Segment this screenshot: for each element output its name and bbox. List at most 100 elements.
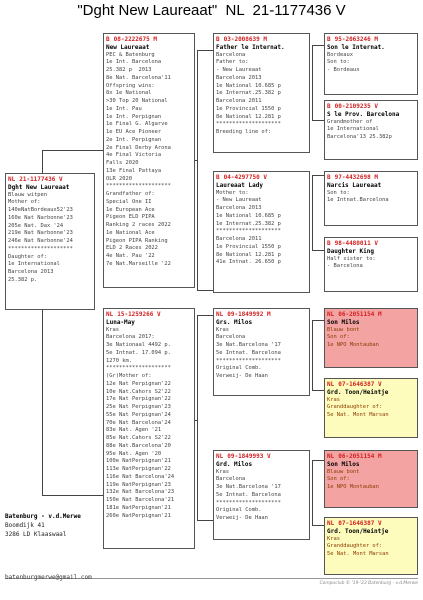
note-line: ******************** bbox=[8, 245, 73, 252]
note-line: Barcelona bbox=[216, 334, 246, 341]
note-line: Breeding line of: bbox=[216, 129, 272, 135]
owner-name: Batenburg - v.d.Merwe bbox=[5, 513, 81, 520]
note-line: Kras bbox=[106, 326, 119, 333]
pigeon-name: Grd. Milos bbox=[216, 460, 253, 468]
ring-number: 95-2063246 M bbox=[334, 36, 378, 43]
note-line: 25.382 p. bbox=[8, 276, 38, 283]
note-line: 3e Nat.Barcelona '17 bbox=[216, 342, 281, 348]
ring-number: 06-2051154 M bbox=[338, 311, 382, 318]
note-line: Barcelona 2013 bbox=[8, 269, 54, 275]
note-line: Grandmother of bbox=[327, 118, 373, 125]
country-code: B bbox=[106, 36, 110, 43]
ring-number: 98-4480011 V bbox=[334, 240, 378, 247]
note-line: Offspring wins: bbox=[106, 82, 155, 89]
note-line: Son of: bbox=[327, 334, 350, 341]
connector bbox=[312, 320, 313, 390]
note-line: 140eNatBordeaux52'23 bbox=[8, 207, 73, 213]
pigeon-name: Luna-May bbox=[106, 318, 135, 326]
note-line: 17e Nat Perpignan'22 bbox=[106, 396, 171, 403]
country-code: NL bbox=[216, 311, 224, 318]
connector bbox=[312, 45, 324, 46]
note-line: Daughter of: bbox=[8, 253, 47, 260]
note-line: 3e Nationaal 4492 p. bbox=[106, 342, 171, 348]
note-line: 1e NPO Montauban bbox=[327, 484, 379, 490]
note-line: 150e Nat Barcelona'21 bbox=[106, 497, 175, 503]
note-line: 85e Nat.Cahors S2'22 bbox=[106, 435, 171, 441]
pigeon-name: Daughter King bbox=[327, 247, 374, 255]
connector bbox=[312, 120, 324, 121]
pedigree-notes: Son to: 1e Intnat.Barcelona bbox=[327, 190, 415, 206]
note-line: 5e Intnat. Barcelona bbox=[216, 349, 281, 356]
note-line: Barcelona 2013 bbox=[216, 74, 262, 81]
note-line: 2e Final Derby Arona bbox=[106, 144, 171, 151]
note-line: 12e Nat Perpignan'22 bbox=[106, 380, 171, 387]
owner-street: Boomdijk 41 bbox=[5, 522, 45, 529]
note-line: Blauw witpen bbox=[8, 191, 47, 198]
note-line: PEC & Batenburg bbox=[106, 51, 155, 58]
note-line: 83e Nat. Agen '21 bbox=[106, 427, 162, 434]
pedigree-notes: Blauw bont Son of: 1e NPO Montauban bbox=[327, 469, 415, 492]
ring-number: 03-2008639 M bbox=[223, 36, 267, 43]
pedigree-notes: PEC & Batenburg 1e Int. Barcelona 25.382… bbox=[106, 52, 192, 269]
note-line: 1e NPO Montauban bbox=[327, 342, 379, 348]
note-line: Bordeaux bbox=[327, 51, 353, 58]
note-line: 10e Nat.Cahors S2'22 bbox=[106, 388, 171, 395]
country-code: NL bbox=[8, 176, 16, 183]
pedigree-notes: Blauw bont Son of: 1e NPO Montauban bbox=[327, 327, 415, 350]
country-code: B bbox=[327, 240, 331, 247]
pedigree-notes: Blauw witpen Mother of: 140eNatBordeaux5… bbox=[8, 192, 92, 285]
country-code: NL bbox=[327, 453, 335, 460]
pigeon-name: Grs. Milos bbox=[216, 318, 253, 326]
note-line: Granddaughter of: bbox=[327, 404, 383, 411]
note-line: ******************** bbox=[216, 499, 281, 506]
pigeon-name: S le Prov. Barcelona bbox=[327, 110, 400, 118]
note-line: Original Comb. bbox=[216, 365, 262, 372]
connector bbox=[42, 150, 103, 151]
connector bbox=[312, 390, 324, 391]
owner-city: 3286 LD Klaaswaal bbox=[5, 531, 67, 538]
pedigree-notes: Kras Barcelona 3e Nat.Barcelona '17 5e I… bbox=[216, 469, 307, 523]
country-code: B bbox=[327, 36, 331, 43]
note-line: 55e Nat Perpignan'24 bbox=[106, 411, 171, 418]
note-line: Barcelona bbox=[216, 476, 246, 483]
note-line: Blauw bont bbox=[327, 326, 360, 333]
note-line: (Gr)Mother of: bbox=[106, 373, 152, 379]
note-line: 8e National 12.281 p bbox=[216, 113, 281, 120]
note-line: Son to: bbox=[327, 189, 350, 196]
connector bbox=[197, 315, 213, 316]
pigeon-name: New Laureaat bbox=[106, 43, 150, 51]
country-code: NL bbox=[327, 520, 335, 527]
ring-number: 09-1849993 V bbox=[227, 453, 271, 460]
note-line: 246e Nat Narbonne'24 bbox=[8, 238, 73, 244]
note-line: 219e Nat Narbonne'23 bbox=[8, 230, 73, 237]
note-line: 113e NatPerpignan'22 bbox=[106, 466, 171, 472]
note-line: 5e Intnat. Barcelona bbox=[216, 491, 281, 498]
connector bbox=[312, 45, 313, 120]
note-line: Barcelona'13 25.382p bbox=[327, 134, 392, 140]
footer-divider bbox=[5, 578, 418, 579]
ring-number: 97-4432698 M bbox=[334, 174, 378, 181]
note-line: 1e Int. Pau bbox=[106, 105, 142, 112]
ring-number: 06-2051154 M bbox=[338, 453, 382, 460]
note-line: 5e Nat. Mont Marsan bbox=[327, 551, 389, 557]
ring-number: 07-1646387 V bbox=[338, 520, 382, 527]
pigeon-name: Grd. Toon/Heintje bbox=[327, 388, 389, 396]
pedigree-notes: Kras Barcelona 2017: 3e Nationaal 4492 p… bbox=[106, 327, 192, 521]
note-line: OLR 2020 bbox=[106, 175, 132, 182]
note-line: Barcelona 2013 bbox=[216, 205, 262, 211]
note-line: 1e Provincial 1550 p bbox=[216, 243, 281, 250]
note-line: 8e Nat. Barcelona'11 bbox=[106, 74, 171, 81]
note-line: ******************** bbox=[216, 357, 281, 364]
note-line: Son to: bbox=[327, 59, 350, 66]
note-line: 1e Int. Barcelona bbox=[106, 59, 162, 66]
pedigree-notes: Kras Barcelona 3e Nat.Barcelona '17 5e I… bbox=[216, 327, 307, 381]
connector bbox=[312, 460, 324, 461]
